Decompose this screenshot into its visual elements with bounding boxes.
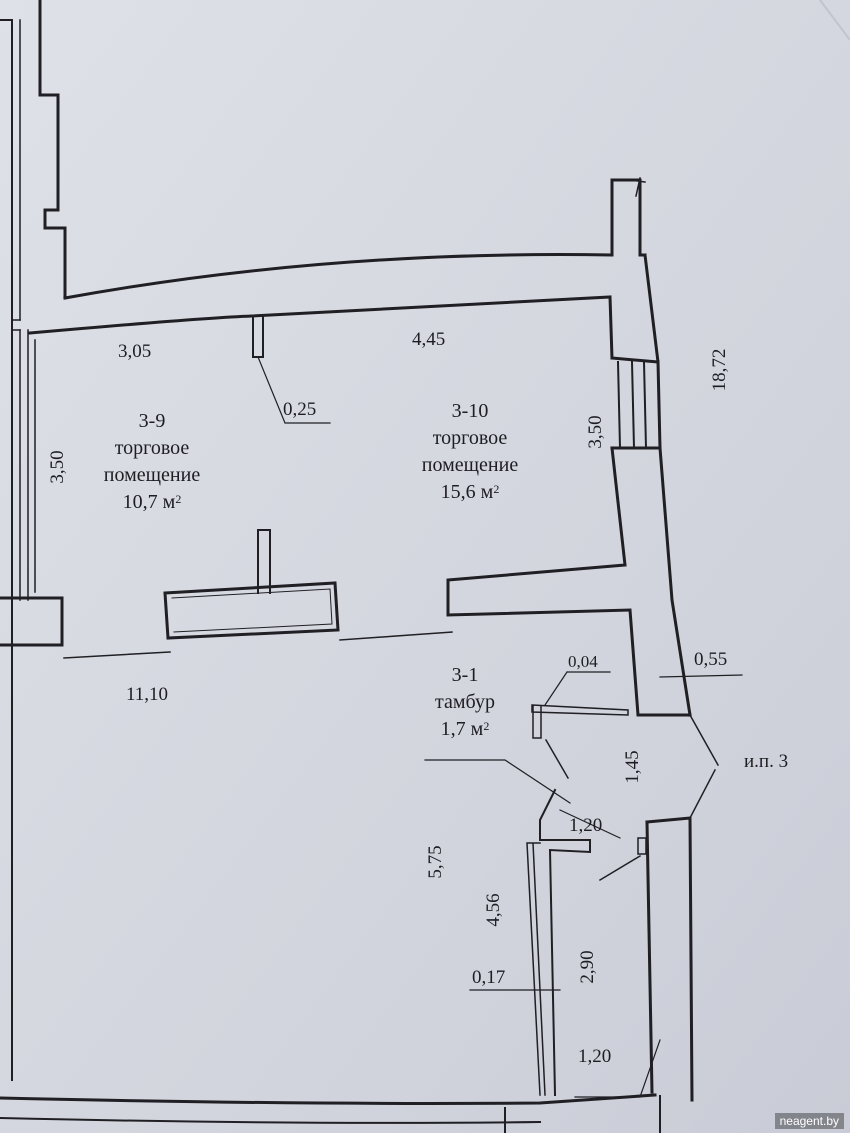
dim-3-50-left: 3,50 bbox=[47, 450, 68, 484]
area-superscript: 2 bbox=[175, 492, 182, 506]
room-3-9-name-1: торговое bbox=[114, 437, 190, 459]
dim-5-75: 5,75 bbox=[425, 845, 446, 879]
room-3-9-id: 3-9 bbox=[138, 410, 166, 432]
entrance-label: и.п. 3 bbox=[744, 751, 789, 772]
dim-1-20-bottom: 1,20 bbox=[578, 1046, 612, 1067]
dim-2-90: 2,90 bbox=[577, 950, 598, 984]
paper-edge bbox=[819, 0, 850, 41]
room-3-10-name-2: помещение bbox=[421, 454, 519, 476]
dim-11-10: 11,10 bbox=[126, 684, 169, 705]
dim-4-56: 4,56 bbox=[483, 893, 504, 927]
dim-4-45: 4,45 bbox=[412, 329, 446, 350]
room-3-1-name: тамбур bbox=[435, 691, 495, 713]
room-3-9-label: 3-9 торговое помещение 10,7 м2 bbox=[82, 408, 222, 516]
watermark: neagent.by bbox=[774, 1113, 844, 1129]
dim-1-20-mid: 1,20 bbox=[569, 815, 603, 836]
walls bbox=[0, 0, 743, 1133]
room-3-9-name-2: помещение bbox=[103, 464, 201, 486]
dim-0-25: 0,25 bbox=[283, 399, 317, 420]
area-superscript: 2 bbox=[493, 482, 500, 496]
dim-0-17: 0,17 bbox=[472, 967, 506, 988]
room-3-10-area: 15,6 м2 bbox=[440, 481, 500, 503]
room-3-1-area: 1,7 м2 bbox=[440, 718, 490, 740]
dim-1-45: 1,45 bbox=[622, 750, 643, 784]
room-3-1-id: 3-1 bbox=[451, 664, 479, 686]
room-3-1-label: 3-1 тамбур 1,7 м2 bbox=[400, 662, 530, 743]
dim-18-72: 18,72 bbox=[709, 348, 730, 392]
dim-0-55: 0,55 bbox=[694, 649, 728, 670]
dim-0-04: 0,04 bbox=[568, 652, 598, 671]
area-superscript: 2 bbox=[483, 719, 490, 733]
dim-3-50-right: 3,50 bbox=[585, 415, 606, 449]
room-3-10-id: 3-10 bbox=[451, 400, 489, 422]
dim-3-05: 3,05 bbox=[118, 341, 152, 362]
room-3-10-label: 3-10 торговое помещение 15,6 м2 bbox=[390, 398, 550, 506]
room-3-10-name-1: торговое bbox=[432, 427, 508, 449]
room-3-9-area: 10,7 м2 bbox=[122, 491, 182, 513]
